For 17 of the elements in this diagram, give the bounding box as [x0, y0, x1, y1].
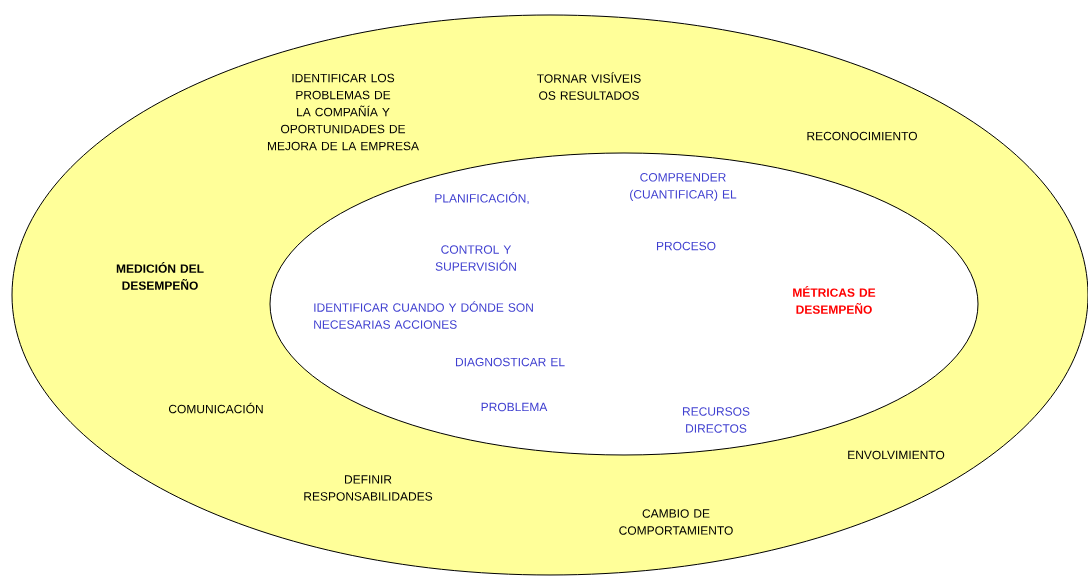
- ring-label: COMUNICACIÓN: [168, 402, 263, 414]
- center-heading: MÉTRICAS DE DESEMPEÑO: [793, 286, 876, 314]
- ring-label: RECONOCIMIENTO: [807, 131, 917, 141]
- ring-label: DEFINIR RESPONSABILIDADES: [304, 475, 433, 501]
- inner-label: COMPRENDER (CUANTIFICAR) EL: [630, 173, 737, 201]
- inner-label: CONTROL Y SUPERVISIÓN: [435, 245, 516, 271]
- ring-heading: MEDICIÓN DEL DESEMPEÑO: [116, 262, 204, 290]
- inner-label: PROCESO: [657, 241, 716, 251]
- inner-label: IDENTIFICAR CUANDO Y DÓNDE SON NECESARIAS ACCIONES: [314, 301, 533, 329]
- ring-label: CAMBIO DE COMPORTAMIENTO: [619, 509, 733, 535]
- inner-label: PROBLEMA: [481, 402, 548, 412]
- ring-label: TORNAR VISÍVEIS OS RESULTADOS: [537, 72, 641, 100]
- inner-label: PLANIFICACIÓN,: [435, 192, 529, 204]
- inner-label: RECURSOS DIRECTOS: [683, 407, 750, 433]
- ring-label: ENVOLVIMIENTO: [848, 450, 945, 460]
- inner-label: DIAGNOSTICAR EL: [456, 357, 565, 367]
- ring-label: IDENTIFICAR LOS PROBLEMAS DE LA COMPAÑÍA Y OPORTUNIDADES DE MEJORA DE LA EMPRESA: [268, 73, 419, 151]
